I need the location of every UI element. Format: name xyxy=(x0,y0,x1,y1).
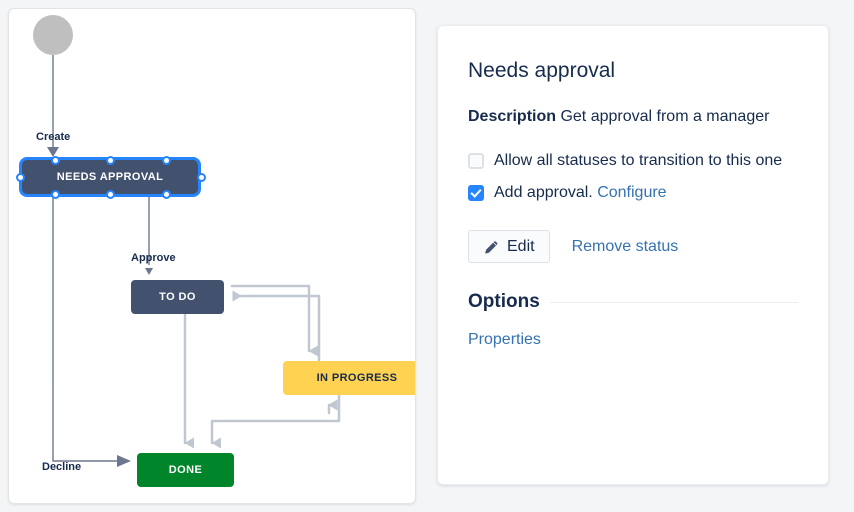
checkbox-label-allow-all-statuses: Allow all statuses to transition to this… xyxy=(494,152,783,170)
description-label: Description xyxy=(468,108,557,126)
status-node-label: IN PROGRESS xyxy=(316,372,398,384)
transition-label-approve[interactable]: Approve xyxy=(131,252,176,264)
selection-handle-bottom-right[interactable] xyxy=(161,189,171,199)
options-section-header: Options xyxy=(468,291,798,313)
remove-status-link[interactable]: Remove status xyxy=(571,237,679,255)
description-text: Get approval from a manager xyxy=(556,108,770,126)
selection-handle-top-right[interactable] xyxy=(161,155,171,165)
checkbox-add-approval[interactable] xyxy=(468,184,484,201)
edit-button-label: Edit xyxy=(507,238,535,256)
configure-link[interactable]: Configure xyxy=(597,183,667,201)
selection-handle-middle-left[interactable] xyxy=(15,172,25,182)
properties-link[interactable]: Properties xyxy=(468,331,541,349)
checkbox-label-add-approval: Add approval. Configure xyxy=(494,182,667,204)
panel-title: Needs approval xyxy=(468,59,616,82)
status-node-needs-approval[interactable]: NEEDS APPROVAL xyxy=(22,160,198,194)
workflow-diagram-canvas[interactable]: Create Approve Decline NEEDS APPROVAL TO… xyxy=(8,8,416,504)
transition-label-create[interactable]: Create xyxy=(36,131,71,143)
edit-button[interactable]: Edit xyxy=(468,230,550,264)
selection-handle-top-center[interactable] xyxy=(105,155,115,165)
status-node-in-progress[interactable]: IN PROGRESS xyxy=(283,361,415,395)
diagram-connectors xyxy=(33,15,341,467)
selection-handle-bottom-left[interactable] xyxy=(50,189,60,199)
status-node-label: NEEDS APPROVAL xyxy=(56,171,164,183)
status-node-to-do[interactable]: TO DO xyxy=(131,280,224,314)
status-node-label: TO DO xyxy=(159,291,196,303)
status-node-done[interactable]: DONE xyxy=(137,453,234,487)
status-details-panel: Needs approval Description Get approval … xyxy=(437,25,829,485)
pencil-icon xyxy=(483,238,500,255)
options-divider xyxy=(549,301,798,303)
panel-description: Description Get approval from a manager xyxy=(468,105,788,128)
checkbox-row-allow-all-statuses[interactable]: Allow all statuses to transition to this… xyxy=(468,150,798,172)
status-node-label: DONE xyxy=(168,464,203,476)
panel-action-row: Edit Remove status xyxy=(468,230,798,264)
checkbox-row-add-approval[interactable]: Add approval. Configure xyxy=(468,182,798,204)
checkbox-allow-all-statuses[interactable] xyxy=(468,153,484,170)
selection-handle-middle-right[interactable] xyxy=(196,172,206,182)
transition-label-decline[interactable]: Decline xyxy=(42,461,82,473)
selection-handle-bottom-center[interactable] xyxy=(105,189,115,199)
selection-handle-top-left[interactable] xyxy=(50,155,60,165)
options-title: Options xyxy=(468,291,540,313)
add-approval-text: Add approval. xyxy=(494,183,593,201)
